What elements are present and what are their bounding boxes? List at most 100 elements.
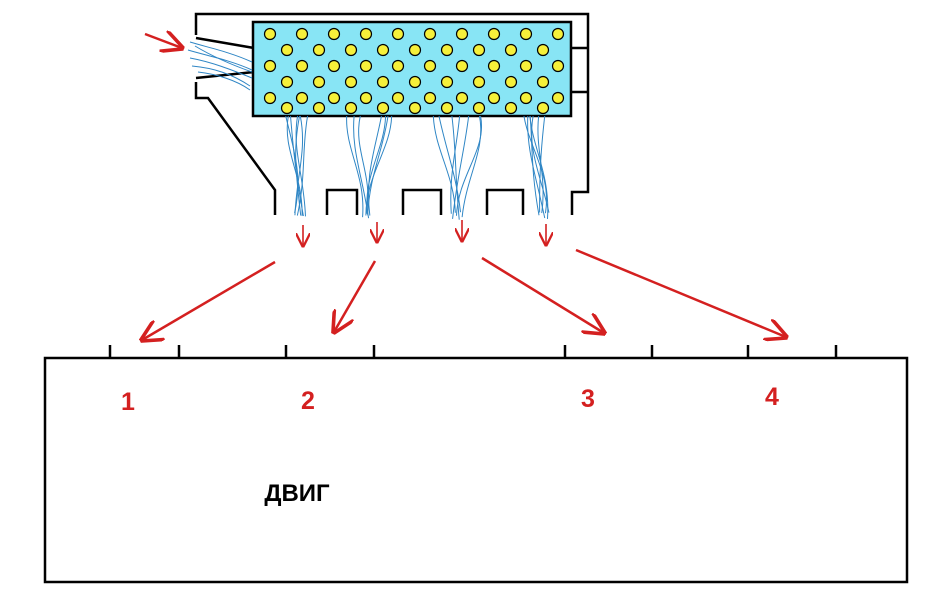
- flow-stream: [432, 115, 456, 213]
- filter-ball: [344, 43, 358, 57]
- flow-stream: [461, 115, 482, 218]
- filter-ball: [440, 75, 454, 89]
- filter-ball: [487, 59, 501, 73]
- flow-streams: [285, 115, 550, 220]
- filter-ball: [376, 75, 390, 89]
- filter-ball: [440, 101, 454, 115]
- filter-ball: [391, 91, 405, 105]
- cylinder-label-2: 2: [301, 387, 315, 415]
- filter-ball: [423, 27, 437, 41]
- flow-stream: [537, 115, 544, 214]
- filter-ball: [536, 101, 550, 115]
- engine-block: 1 2 3 4 ДВИГ: [43, 345, 909, 584]
- filter-ball: [519, 91, 533, 105]
- filter-ball: [391, 27, 405, 41]
- cylinder-label-4: 4: [765, 383, 779, 411]
- filter-ball: [263, 91, 277, 105]
- flow-stream: [527, 115, 546, 219]
- filter-ball: [551, 27, 565, 41]
- filter-ball: [280, 43, 294, 57]
- filter-ball: [359, 59, 373, 73]
- filter-ball: [280, 101, 294, 115]
- engine-body: [43, 356, 909, 584]
- filter-ball: [440, 43, 454, 57]
- flow-stream: [295, 115, 306, 217]
- filter-ball: [295, 27, 309, 41]
- filter-ball: [312, 75, 326, 89]
- flow-arrows: [142, 34, 786, 340]
- housing-outline: [194, 12, 590, 215]
- filter-ball: [504, 75, 518, 89]
- housing-inner-left-2: [195, 70, 255, 80]
- filter-ball: [472, 43, 486, 57]
- filter-ball: [408, 43, 422, 57]
- filter-ball: [519, 59, 533, 73]
- filter-ball: [472, 75, 486, 89]
- filter-ball: [487, 27, 501, 41]
- filter-ball: [551, 59, 565, 73]
- filter-ball: [472, 101, 486, 115]
- filter-ball: [551, 91, 565, 105]
- flow-stream: [523, 115, 547, 214]
- flow-stream: [529, 115, 549, 219]
- filter-ball: [455, 27, 469, 41]
- outlet-bracket: [325, 188, 359, 215]
- arrow-to-cylinder-3: [481, 256, 604, 333]
- filter-ball: [312, 101, 326, 115]
- filter-ball: [344, 75, 358, 89]
- filter-ball: [391, 59, 405, 73]
- flow-stream: [286, 115, 303, 216]
- housing-lower-left: [194, 82, 277, 215]
- inlet-flow: [187, 41, 253, 91]
- filter-ball: [263, 27, 277, 41]
- flow-stream: [296, 115, 309, 216]
- flow-stream: [366, 115, 387, 214]
- filter-ball: [455, 91, 469, 105]
- cylinder-label-3: 3: [581, 385, 595, 413]
- outlet-bracket: [485, 188, 525, 215]
- filter-ball: [504, 101, 518, 115]
- flow-stream: [346, 115, 364, 218]
- filter-ball: [295, 59, 309, 73]
- flow-stream: [294, 115, 304, 216]
- filter-ball: [263, 59, 277, 73]
- filter-ball: [519, 27, 533, 41]
- outlet-bracket: [401, 188, 443, 215]
- filter-ball: [536, 75, 550, 89]
- filter-ball: [280, 75, 294, 89]
- arrow-to-cylinder-1: [142, 260, 276, 340]
- arrow-to-cylinder-4: [575, 248, 786, 337]
- flow-stream: [290, 115, 304, 217]
- cylinder-ticks: [108, 345, 838, 358]
- filter-ball: [376, 101, 390, 115]
- flow-stream: [451, 115, 460, 220]
- engine-label: ДВИГ: [264, 480, 330, 507]
- flow-stream: [358, 115, 369, 215]
- filter-ball: [408, 101, 422, 115]
- filter-ball: [327, 27, 341, 41]
- inlet-arrow: [144, 34, 182, 48]
- flow-stream: [455, 115, 483, 216]
- cylinder-label-1: 1: [121, 388, 135, 416]
- filter-ball: [487, 91, 501, 105]
- flow-stream: [438, 115, 462, 213]
- filter-ball: [344, 101, 358, 115]
- filter-ball: [359, 91, 373, 105]
- filter-ball: [455, 59, 469, 73]
- filter-ball: [327, 91, 341, 105]
- filter-ball: [504, 43, 518, 57]
- filter-ball: [536, 43, 550, 57]
- filter-ball: [327, 59, 341, 73]
- filter-ball: [359, 27, 373, 41]
- flow-stream: [368, 115, 382, 216]
- arrow-to-cylinder-2: [334, 260, 377, 332]
- filter-ball: [408, 75, 422, 89]
- filter-ball: [312, 43, 326, 57]
- filter-balls: [263, 27, 565, 115]
- filter-ball: [423, 59, 437, 73]
- filter-ball: [423, 91, 437, 105]
- housing-inner-left: [195, 36, 255, 50]
- filter-ball: [295, 91, 309, 105]
- filter-ball: [376, 43, 390, 57]
